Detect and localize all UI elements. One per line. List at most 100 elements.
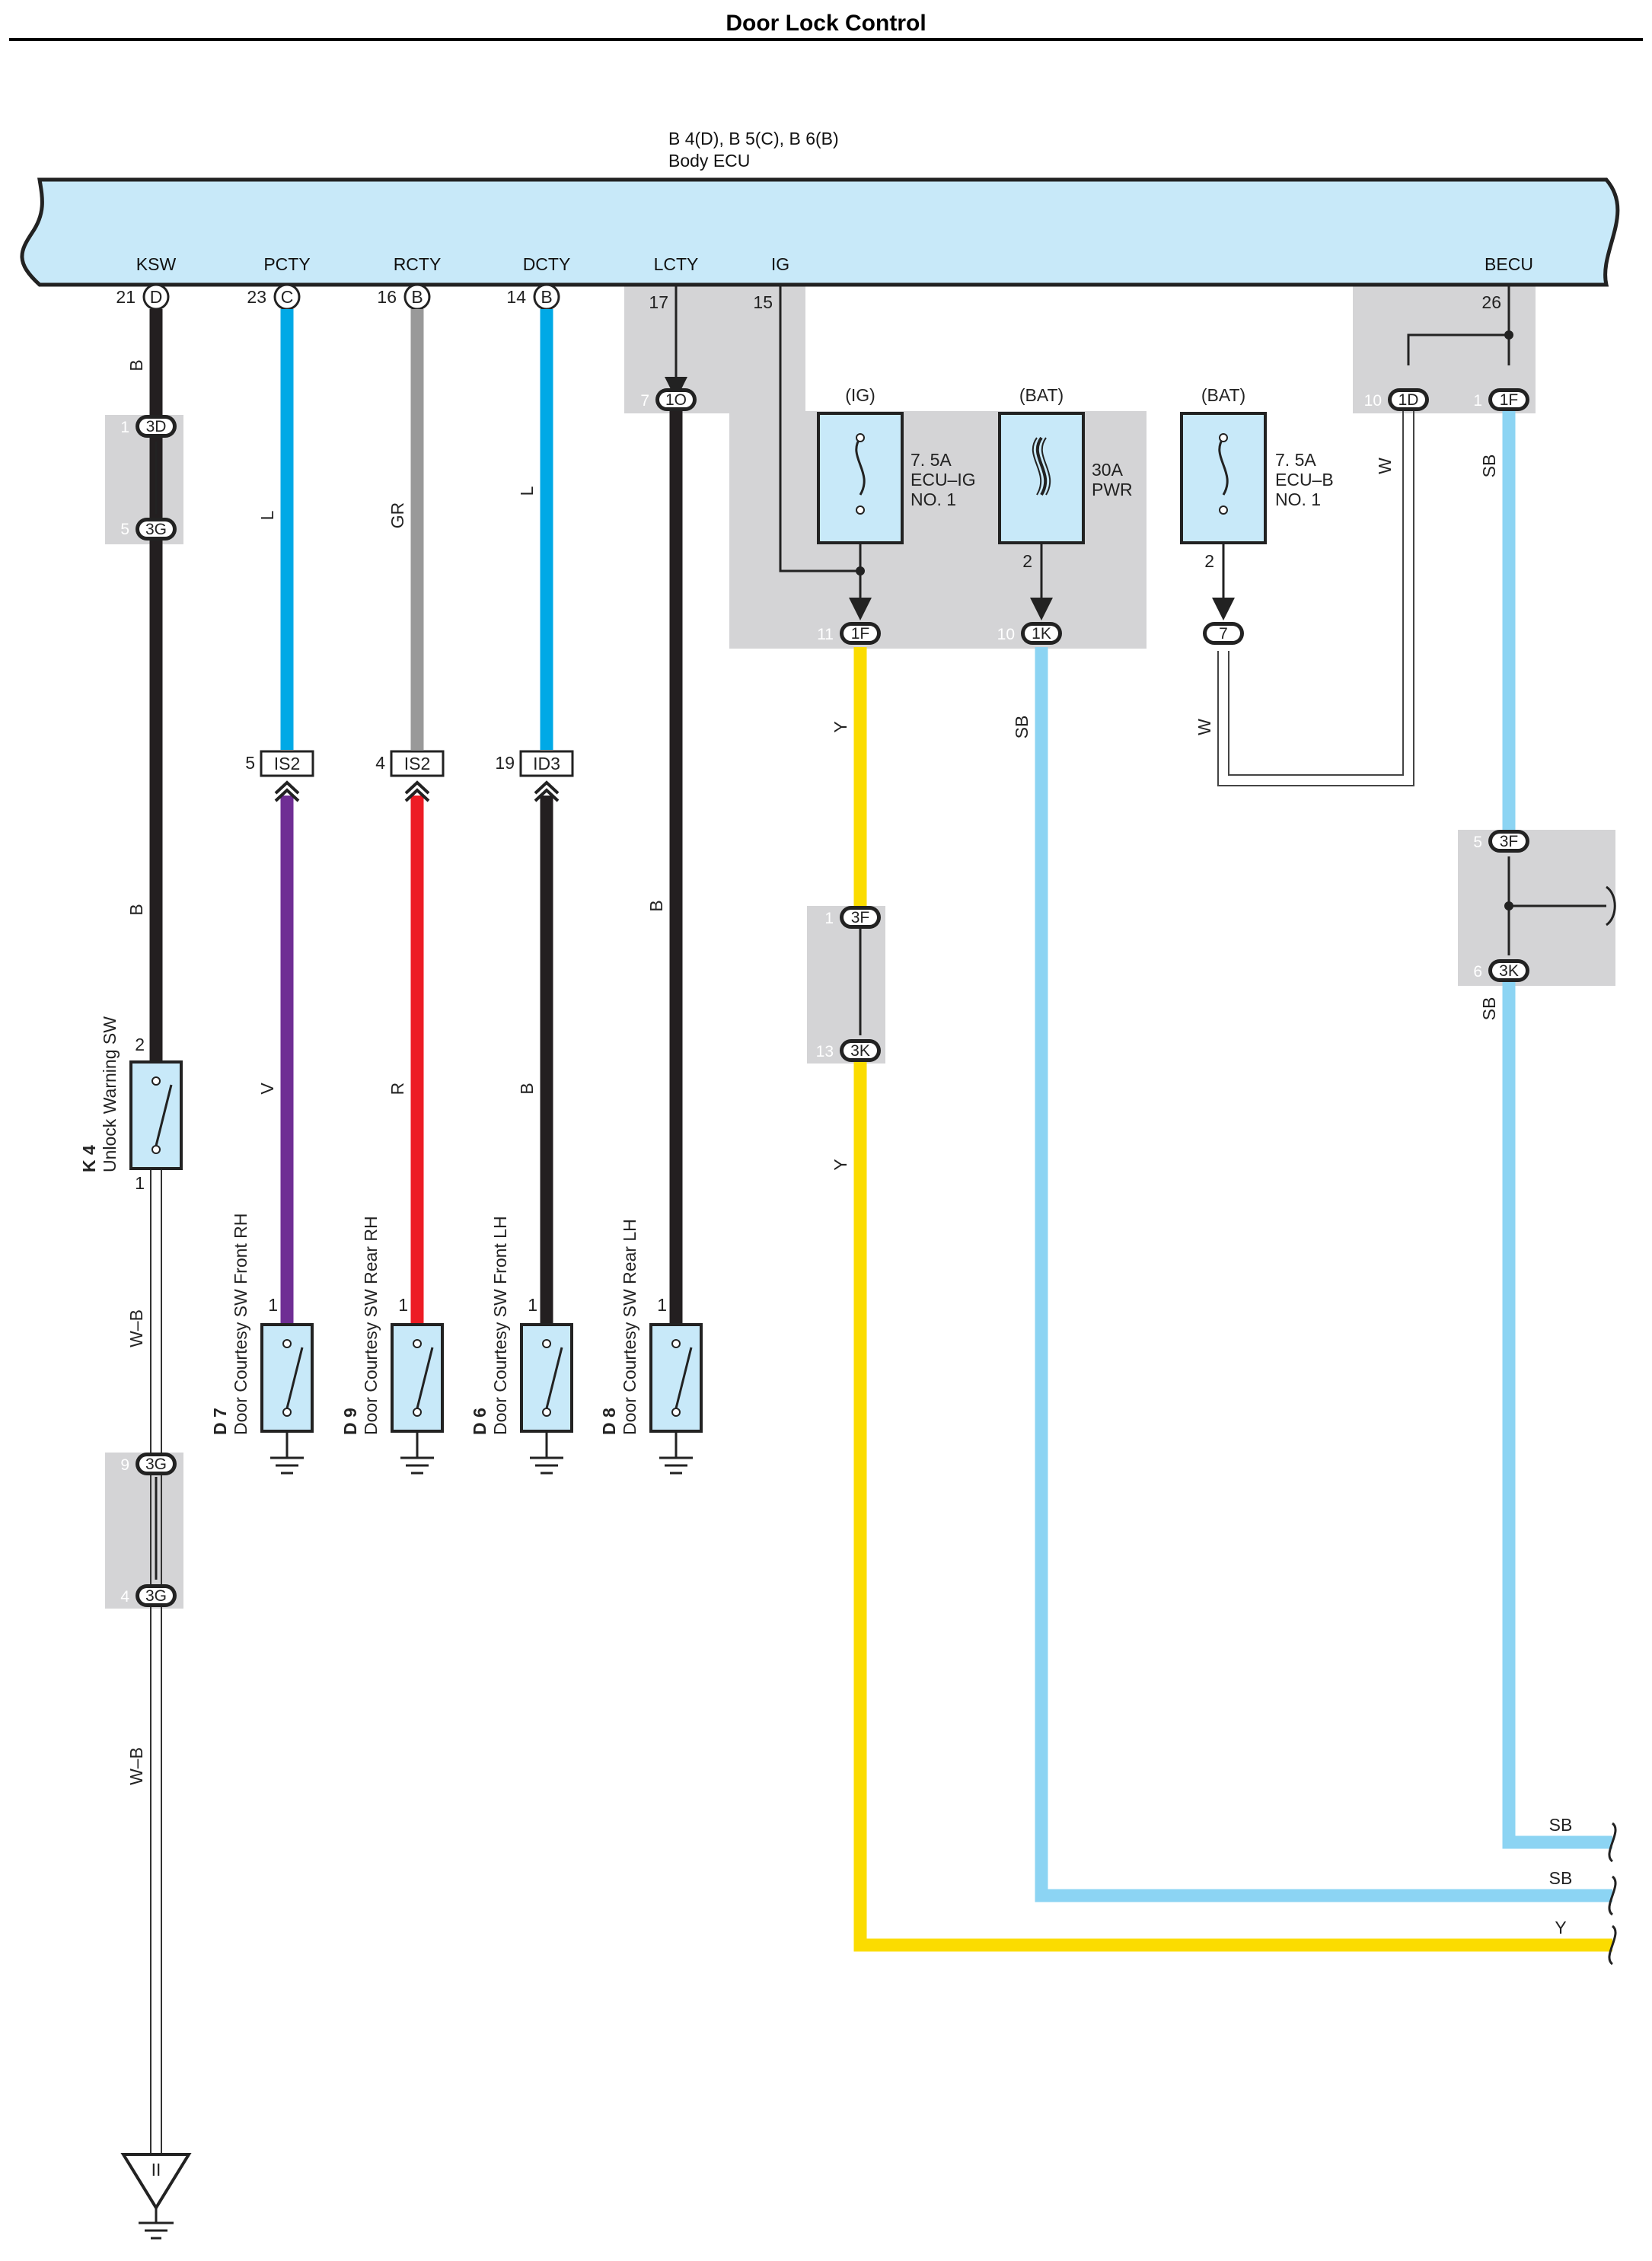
svg-text:7: 7	[640, 392, 649, 410]
svg-text:B: B	[126, 359, 146, 371]
svg-text:14: 14	[506, 287, 526, 307]
connector-1f-11: 11 1F	[817, 622, 881, 645]
svg-text:5: 5	[1473, 834, 1482, 851]
ecu-pin-lcty-number: 17	[649, 292, 668, 312]
pin-name-ksw: KSW	[136, 254, 177, 274]
becu-internal-split	[1407, 285, 1513, 365]
connector-3g-9: 9 3G	[120, 1453, 177, 1475]
splice-arrows	[155, 442, 1510, 1580]
cont-label-sb-upper: SB	[1549, 1815, 1573, 1835]
svg-text:13: 13	[816, 1043, 834, 1060]
wire-ksw-wb	[150, 1169, 162, 2170]
svg-text:D 8: D 8	[599, 1408, 619, 1435]
svg-text:30A: 30A	[1092, 460, 1124, 480]
svg-text:1: 1	[657, 1295, 667, 1315]
fuse-ecu-b: (BAT) 2 7. 5A ECU–B NO. 1	[1180, 385, 1334, 571]
svg-text:1D: 1D	[1398, 391, 1419, 409]
switch-d6: 1	[520, 1295, 573, 1433]
connector-3k-13: 13 3K	[816, 1039, 881, 1062]
svg-text:3F: 3F	[851, 909, 870, 926]
connector-7: 7	[1203, 622, 1244, 645]
svg-text:ECU–IG: ECU–IG	[911, 470, 976, 490]
cont-label-sb-lower: SB	[1549, 1868, 1573, 1888]
connector-3g-5: 5 3G	[120, 518, 177, 541]
page-title: Door Lock Control	[726, 11, 926, 36]
svg-text:Unlock Warning SW: Unlock Warning SW	[100, 1016, 120, 1172]
svg-text:L: L	[517, 486, 537, 496]
svg-text:4: 4	[375, 753, 385, 773]
svg-text:1K: 1K	[1032, 625, 1051, 643]
svg-text:3K: 3K	[850, 1042, 870, 1060]
svg-text:Door Courtesy SW Front LH: Door Courtesy SW Front LH	[490, 1216, 510, 1435]
switch-d9: 1	[391, 1295, 444, 1433]
svg-text:7. 5A: 7. 5A	[911, 450, 952, 470]
svg-text:1F: 1F	[1500, 391, 1519, 409]
ecu-pin-becu-number: 26	[1481, 292, 1501, 312]
svg-text:2: 2	[135, 1035, 145, 1054]
svg-text:Door Courtesy SW Rear RH: Door Courtesy SW Rear RH	[361, 1216, 381, 1435]
component-k4-label: K 4 Unlock Warning SW	[79, 1016, 120, 1172]
pin-name-rcty: RCTY	[394, 254, 442, 274]
body-ecu-box	[20, 177, 1620, 287]
svg-text:Door Courtesy SW Front RH: Door Courtesy SW Front RH	[231, 1213, 250, 1435]
svg-text:D: D	[150, 287, 163, 307]
ig-junction	[856, 566, 865, 576]
svg-text:21: 21	[116, 287, 136, 307]
svg-text:4: 4	[120, 1588, 129, 1606]
svg-text:5: 5	[245, 753, 255, 773]
svg-text:K 4: K 4	[79, 1145, 99, 1172]
fuse-pwr: (BAT) 2 30A PWR	[998, 385, 1133, 571]
connector-3g-4: 4 3G	[120, 1584, 177, 1607]
svg-text:(BAT): (BAT)	[1201, 385, 1245, 405]
component-d8-label: D 8 Door Courtesy SW Rear LH	[599, 1219, 639, 1435]
svg-text:GR: GR	[387, 502, 407, 529]
cont-label-y: Y	[1555, 1918, 1566, 1937]
svg-text:23: 23	[247, 287, 266, 307]
svg-text:W–B: W–B	[126, 1309, 146, 1347]
ecu-pin-dcty: 14 B	[506, 283, 560, 311]
wire-color-labels: B B W–B W–B L V GR R L B B Y Y SB W W SB…	[126, 359, 1499, 1785]
wire-sb-becu-lower	[1502, 982, 1612, 1849]
svg-text:IS2: IS2	[404, 754, 431, 773]
svg-text:Y: Y	[831, 721, 850, 732]
svg-text:10: 10	[997, 626, 1015, 643]
connector-3f-1: 1 3F	[824, 906, 881, 929]
ecu-name: Body ECU	[668, 151, 750, 171]
wire-w	[1217, 411, 1414, 786]
svg-text:1: 1	[135, 1173, 145, 1193]
svg-text:B: B	[517, 1083, 537, 1094]
svg-text:(IG): (IG)	[845, 385, 875, 405]
pin-name-pcty: PCTY	[263, 254, 310, 274]
ecu-pin-ig-number: 15	[753, 292, 773, 312]
right-splice-branch	[1504, 885, 1616, 926]
svg-text:11: 11	[817, 626, 834, 643]
svg-text:W: W	[1194, 719, 1214, 735]
pin-name-becu: BECU	[1485, 254, 1533, 274]
svg-text:3D: 3D	[146, 418, 167, 435]
svg-text:B: B	[126, 904, 146, 915]
component-d6-label: D 6 Door Courtesy SW Front LH	[470, 1216, 510, 1435]
svg-text:SB: SB	[1479, 454, 1499, 478]
continuation-breaks	[1608, 1822, 1617, 1966]
svg-text:B: B	[646, 900, 666, 911]
wire-sb-1k	[1035, 647, 1612, 1902]
svg-text:1: 1	[120, 419, 129, 436]
pin-name-ig: IG	[771, 254, 789, 274]
pin-name-dcty: DCTY	[523, 254, 571, 274]
ecu-connectors: B 4(D), B 5(C), B 6(B)	[668, 129, 839, 148]
svg-text:1F: 1F	[851, 625, 870, 643]
svg-text:1: 1	[268, 1295, 278, 1315]
svg-text:D 9: D 9	[340, 1408, 360, 1435]
connector-3k-6: 6 3K	[1473, 959, 1529, 982]
svg-text:Door Courtesy SW Rear LH: Door Courtesy SW Rear LH	[620, 1219, 639, 1435]
svg-text:7. 5A: 7. 5A	[1275, 450, 1316, 470]
fuse-ecu-ig: (IG) 7. 5A ECU–IG NO. 1	[817, 385, 976, 544]
wire-ig-internal	[779, 285, 860, 572]
svg-text:7: 7	[1219, 625, 1228, 643]
ecu-pin-pcty: 23 C	[247, 283, 301, 311]
ground-symbols	[270, 1431, 693, 1475]
svg-text:SB: SB	[1012, 716, 1032, 739]
svg-text:19: 19	[495, 753, 515, 773]
svg-text:V: V	[257, 1083, 277, 1095]
svg-text:6: 6	[1473, 963, 1482, 981]
